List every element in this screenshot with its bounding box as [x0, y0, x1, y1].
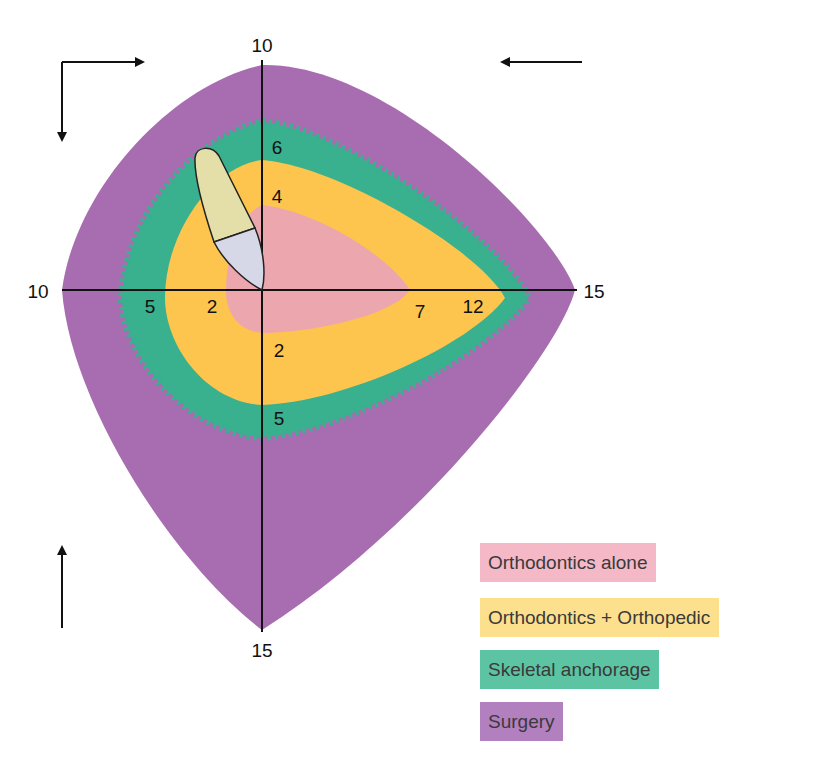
direction-arrow — [502, 61, 582, 63]
axis-value: 10 — [27, 282, 48, 301]
legend-swatch: Orthodontics + Orthopedic — [480, 598, 719, 637]
axis-value: 12 — [462, 297, 483, 316]
legend-text: Orthodontics + Orthopedic — [488, 608, 710, 627]
legend-text: Surgery — [488, 712, 555, 731]
axis-value: 15 — [251, 641, 272, 660]
legend-text: Skeletal anchorage — [488, 660, 651, 679]
direction-arrow — [61, 547, 63, 628]
axis-value: 7 — [415, 302, 426, 321]
direction-arrow — [62, 61, 143, 63]
axis-value: 15 — [583, 282, 604, 301]
legend-swatch: Surgery — [480, 702, 563, 741]
legend-text: Orthodontics alone — [488, 553, 648, 572]
axis-value: 2 — [274, 341, 285, 360]
axis-value: 2 — [207, 297, 218, 316]
skeletal-anchorage-envelope — [122, 122, 528, 437]
legend-swatch: Orthodontics alone — [480, 543, 656, 582]
tooth-crown — [214, 228, 264, 290]
direction-arrow — [61, 62, 63, 140]
axis-value: 10 — [251, 36, 272, 55]
axis-value: 5 — [145, 297, 156, 316]
tooth-root — [195, 148, 255, 242]
axis-value: 6 — [272, 138, 283, 157]
axis-value: 5 — [274, 409, 285, 428]
legend-swatch: Skeletal anchorage — [480, 650, 659, 689]
axis-value: 4 — [272, 187, 283, 206]
horizontal-axis — [62, 289, 577, 291]
vertical-axis — [261, 60, 263, 632]
